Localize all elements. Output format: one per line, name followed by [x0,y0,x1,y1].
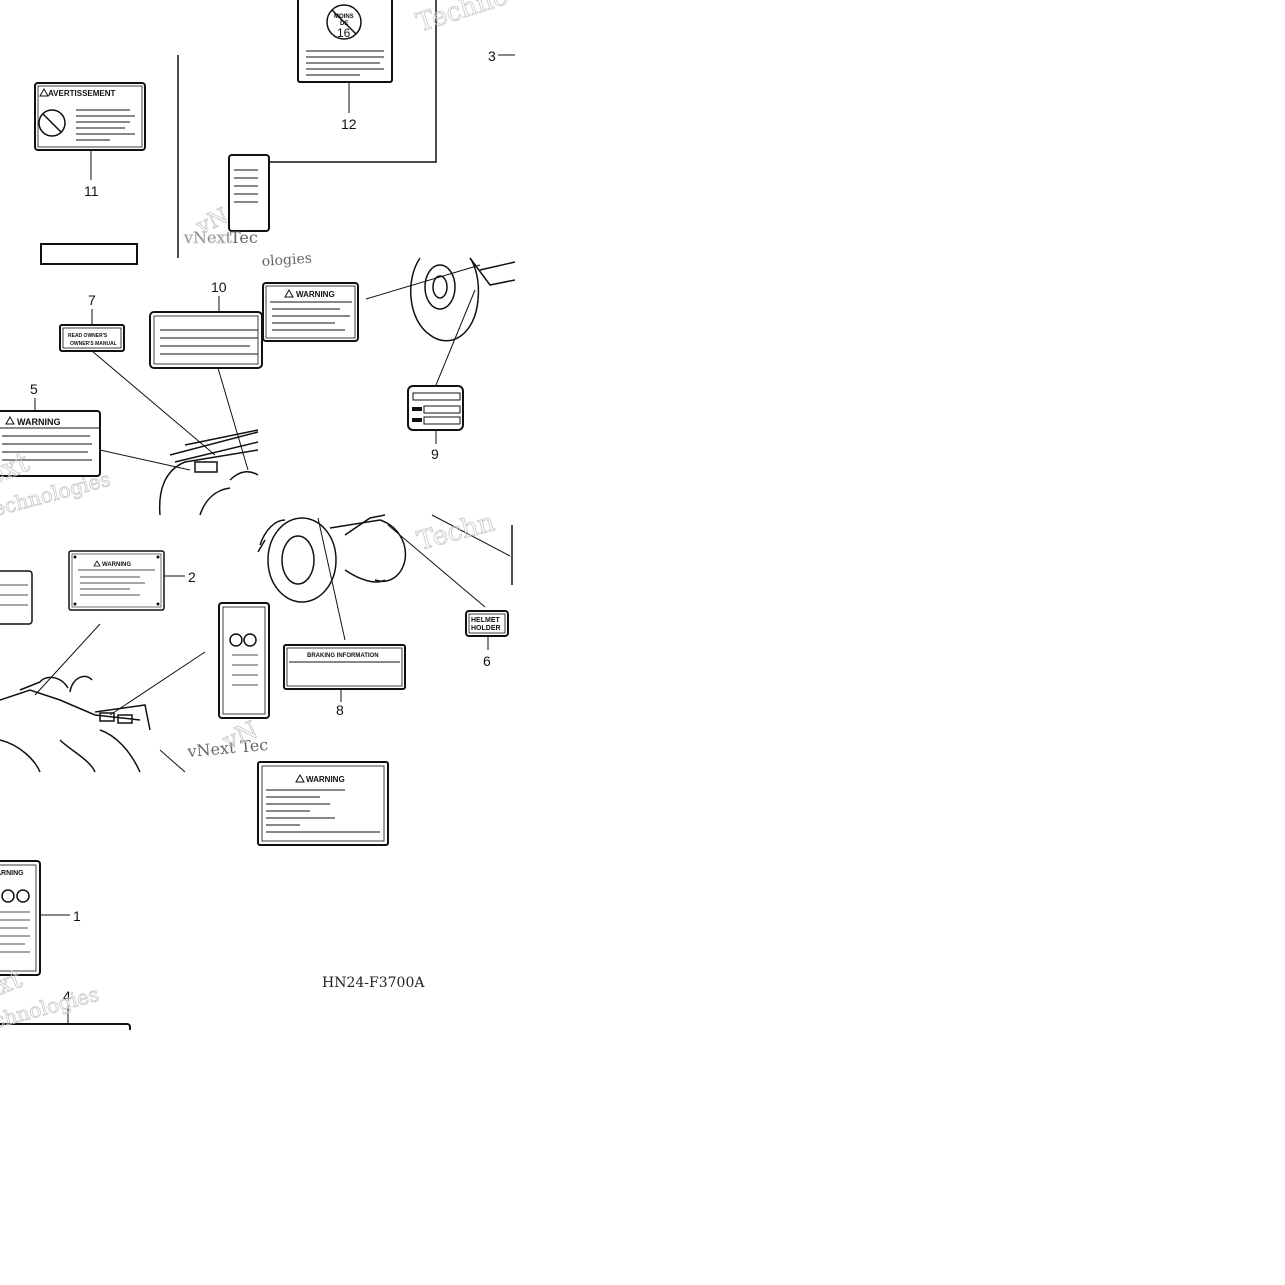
warning-triangle-icon [39,87,49,97]
callout-10: 10 [211,279,227,295]
label-owners-manual: READ OWNER'S OWNER'S MANUAL [59,324,125,352]
watermark-text: vNext [183,228,233,247]
callout-1: 1 [73,908,81,924]
warning-label: WARNING [296,290,335,299]
tile-middle-left: 10 READ OWNER'S OWNER'S MANUAL 7 WARNING… [0,279,263,522]
callout-8: 8 [336,702,344,718]
atv-rear-sketch [158,429,259,516]
warning-label: ARNING [0,870,24,877]
warning-label: WARNING [102,562,131,568]
label-10 [149,311,263,369]
label-warning-1: ARNING [0,860,41,976]
label-braking-information: BRAKING INFORMATION [283,644,406,690]
label-avertissement: AVERTISSEMENT [34,82,146,151]
tile-top-left: AVERTISSEMENT 11 vNext Tec vN [34,55,270,265]
callout-12: 12 [341,116,357,132]
label-warning-bottom: WARNING [257,761,389,846]
no-passenger-icon [38,109,66,137]
diagram-reference-code: HN24-F3700A [322,975,425,991]
tile-lower-middle: BRAKING INFORMATION 8 HELMET HOLDER 6 Te… [257,507,513,718]
prohibition-icon [1,889,15,903]
warning-triangle-icon [93,560,101,567]
label-warning-1-preview [218,602,270,719]
warning-triangle-icon [295,773,305,783]
label-warning-tire: WARNING [262,282,359,342]
age-label: 16 [337,26,351,40]
warning-label: WARNING [17,417,61,427]
warning-label: WARNING [306,775,345,784]
warning-triangle-icon [5,415,15,425]
label-9 [407,385,464,431]
callout-11: 11 [84,183,99,199]
moins-label: MOINS [334,14,354,20]
avertissement-label: AVERTISSEMENT [48,89,116,98]
label-moins-de-16: MOINS DE 16 [297,0,393,83]
owners-label-1: READ OWNER'S [68,333,108,339]
callout-6: 6 [483,653,491,669]
braking-label: BRAKING INFORMATION [307,653,379,659]
callout-3: 3 [488,48,496,64]
front-tire-sketch [257,514,407,603]
callout-4: 4 [63,988,71,1004]
watermark-text: Tec [230,228,258,247]
tile-bottom-middle: WARNING HN24-F3700A [257,761,425,991]
de-label: DE [340,21,348,27]
watermark-text: ologies [261,251,312,270]
callout-9: 9 [431,446,439,462]
warning-triangle-icon [284,288,294,298]
prohibition-icon [16,889,30,903]
label-warning-2: WARNING [68,550,165,611]
tile-bottom-left: ARNING 1 4 ext chnologies [0,860,131,1045]
helmet-label-1: HELMET [471,617,501,624]
tile-middle-center: WARNING 9 [262,257,516,462]
callout-7: 7 [88,292,96,308]
owners-label-2: OWNER'S MANUAL [70,341,117,347]
helmet-label-2: HOLDER [471,625,501,632]
atv-front-sketch [0,675,151,773]
callout-2: 2 [188,569,196,585]
tile-lower-left: WARNING 2 [0,550,270,773]
label-warning-5: WARNING [0,410,101,477]
callout-5: 5 [30,381,38,397]
age-restriction-icon [326,4,362,40]
label-helmet-holder: HELMET HOLDER [465,610,509,637]
